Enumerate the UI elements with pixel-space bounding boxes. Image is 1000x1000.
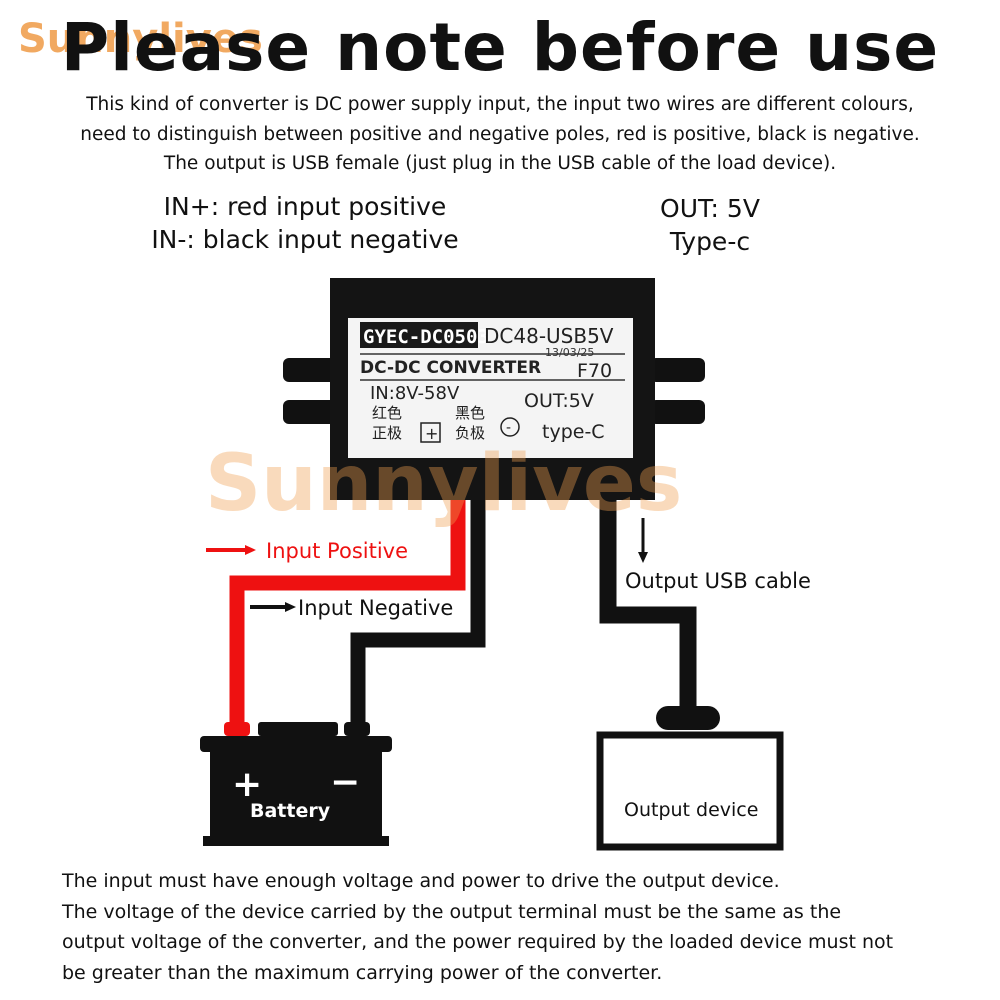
battery-minus: − [330, 762, 360, 803]
input-positive-label: Input Positive [266, 539, 408, 563]
output-spec: OUT: 5V Type-c [620, 192, 800, 258]
converter-output: OUT:5V [524, 390, 594, 412]
footer-line: be greater than the maximum carrying pow… [62, 961, 663, 984]
converter-minus-symbol: - [506, 420, 511, 436]
intro-line: This kind of converter is DC power suppl… [86, 94, 914, 115]
converter-plus-symbol: + [425, 424, 438, 443]
output-usb-cable [599, 500, 697, 712]
page-title: Please note before use [60, 9, 940, 86]
battery: + − Battery [200, 722, 392, 846]
converter-black-label: 黑色 [455, 404, 485, 422]
input-negative-spec: IN-: black input negative [151, 225, 459, 254]
converter-neg-label: 负极 [455, 424, 485, 442]
footer-line: The input must have enough voltage and p… [62, 870, 780, 892]
converter-input-range: IN:8V-58V [370, 383, 460, 404]
brand-watermark: Sunnylives [205, 439, 682, 529]
output-voltage-spec: OUT: 5V [660, 194, 760, 223]
output-type-spec: Type-c [669, 227, 751, 256]
input-negative-label: Input Negative [298, 596, 453, 620]
input-spec: IN+: red input positive IN-: black input… [140, 190, 470, 256]
footer-notes: The input must have enough voltage and p… [62, 866, 893, 988]
battery-plus: + [232, 764, 262, 805]
output-usb-label: Output USB cable [625, 569, 811, 593]
converter-type: DC-DC CONVERTER [360, 358, 541, 378]
negative-wire [350, 500, 486, 730]
positive-wire [229, 500, 466, 730]
converter-pos-label: 正极 [372, 424, 402, 442]
footer-line: The voltage of the device carried by the… [62, 900, 842, 923]
converter-subtitle: DC48-USB5V [484, 324, 614, 348]
footer-line: output voltage of the converter, and the… [62, 931, 894, 953]
converter-red-label: 红色 [372, 404, 402, 422]
battery-label: Battery [250, 800, 331, 822]
intro-line: The output is USB female (just plug in t… [163, 153, 837, 174]
intro-line: need to distinguish between positive and… [80, 123, 920, 145]
converter-output-type: type-C [542, 421, 605, 443]
converter-model: GYEC-DC0503 [363, 326, 489, 348]
output-device-label: Output device [624, 799, 758, 821]
output-device: Output device [596, 706, 784, 851]
converter-date: 13/03/25 [545, 346, 594, 359]
brand-logo: Sunnylives [18, 16, 263, 62]
converter-code: F70 [577, 360, 612, 382]
intro-text: This kind of converter is DC power suppl… [0, 90, 1000, 179]
converter-module: GYEC-DC0503 DC48-USB5V 13/03/25 DC-DC CO… [283, 278, 705, 500]
input-positive-spec: IN+: red input positive [163, 192, 447, 221]
